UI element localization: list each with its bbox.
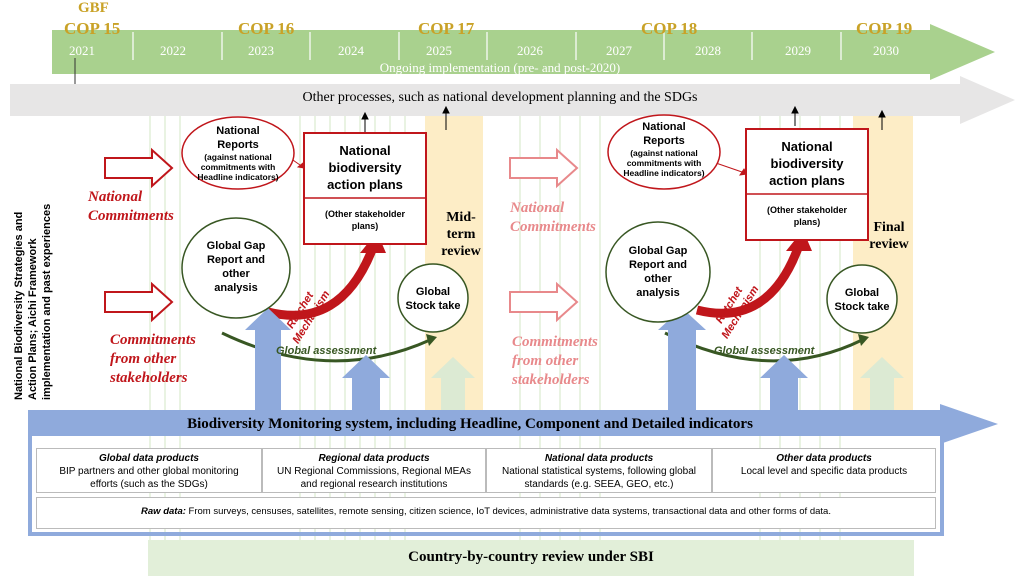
global-assessment-arrow-1: [221, 331, 431, 363]
sbi-review-bar: [148, 540, 914, 576]
year-label: 2023: [248, 43, 274, 58]
year-label: 2021: [69, 43, 95, 58]
gap-report-circle-1: [181, 217, 291, 319]
year-label: 2022: [160, 43, 186, 58]
monitoring-title: Biodiversity Monitoring system, includin…: [187, 416, 753, 432]
ratchet-arrow-1: [266, 248, 377, 320]
national-reports-circle-2: [607, 114, 721, 190]
timeline-arrow: [52, 24, 995, 80]
monitoring-box-frame: [28, 410, 944, 536]
nbsap-box-1: [303, 132, 427, 245]
stocktake-circle-1: [397, 263, 469, 333]
year-label: 2024: [338, 43, 364, 58]
cop-15-label: COP 15: [64, 19, 121, 38]
raw-data-row: Raw data: From surveys, censuses, satell…: [36, 497, 936, 529]
sbi-review-label: Country-by-country review under SBI: [408, 549, 654, 565]
raw-data-text: From surveys, censuses, satellites, remo…: [188, 506, 831, 517]
other-processes-label: Other processes, such as national develo…: [302, 90, 698, 105]
ratchet-arrow-2: [695, 246, 803, 318]
year-label: 2028: [695, 43, 721, 58]
commitment-arrows: [104, 147, 579, 323]
national-reports-2: National Reports (against national commi…: [623, 121, 705, 178]
national-reports-1: National Reports (against national commi…: [197, 125, 279, 182]
gbf-label: GBF: [78, 0, 109, 16]
global-assessment-1: Global assessment: [276, 345, 377, 357]
data-flow-up-arrows: [245, 308, 808, 410]
cop-17-label: COP 17: [418, 19, 475, 38]
ongoing-implementation-label: Ongoing implementation (pre- and post-20…: [379, 60, 621, 75]
cop-16-label: COP 16: [238, 19, 295, 38]
national-reports-circle-1: [181, 116, 295, 190]
year-label: 2030: [873, 43, 899, 58]
gap-report-circle-2: [605, 221, 711, 323]
stocktake-circle-2: [826, 264, 898, 334]
global-assessment-2: Global assessment: [714, 345, 815, 357]
year-label: 2026: [517, 43, 543, 58]
small-up-arrows: [361, 105, 886, 135]
raw-data-label: Raw data:: [141, 506, 186, 517]
cop-19-label: COP 19: [856, 19, 913, 38]
year-label: 2029: [785, 43, 811, 58]
year-label: 2027: [606, 43, 632, 58]
nbsap-box-2: [745, 128, 869, 241]
faded-up-arrows: [431, 357, 904, 410]
timeline-dividers: [132, 32, 842, 60]
year-label: 2025: [426, 43, 452, 58]
cop-18-label: COP 18: [641, 19, 698, 38]
other-processes-arrow: [10, 76, 1015, 124]
